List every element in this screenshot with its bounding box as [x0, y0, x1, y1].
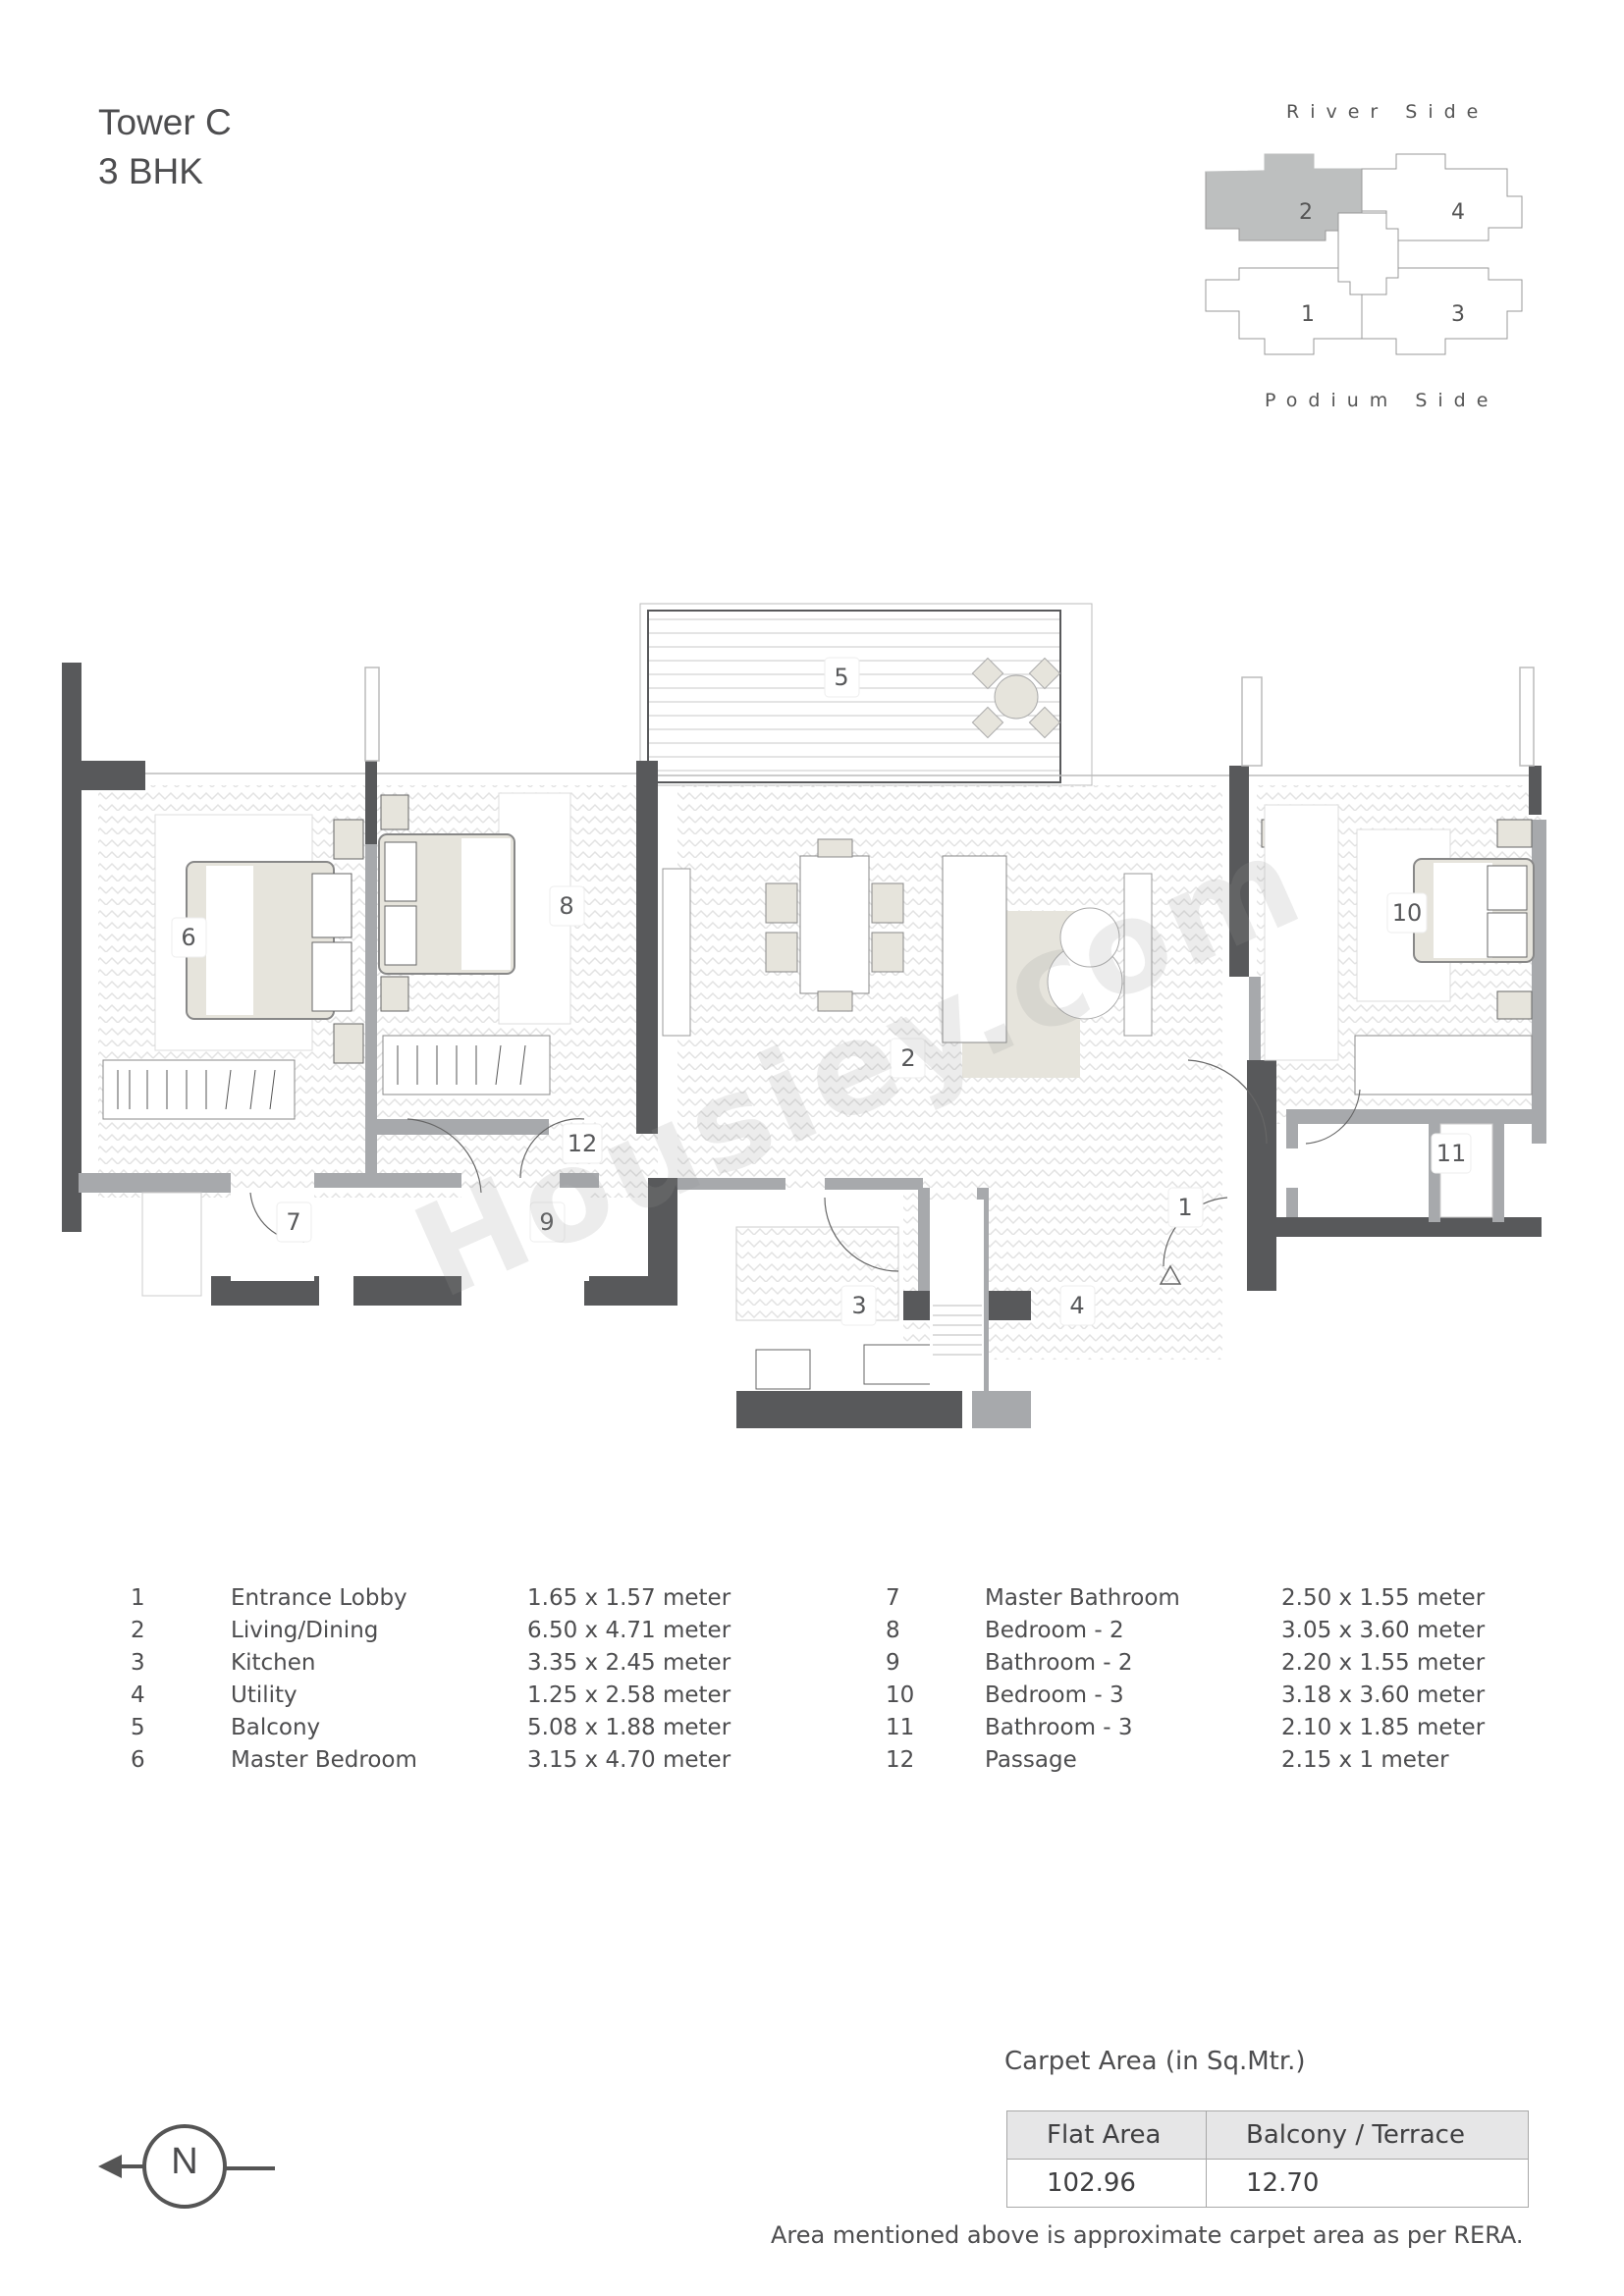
carpet-area-value-row: 102.96 12.70	[1006, 2159, 1529, 2208]
svg-text:12: 12	[568, 1130, 598, 1157]
rera-disclaimer: Area mentioned above is approximate carp…	[771, 2221, 1524, 2249]
svg-text:4: 4	[1069, 1292, 1084, 1319]
floor-plan: 5 6 8 2 10 12 11 7 9 1 3 4	[59, 599, 1591, 1443]
carpet-area-table: Flat Area Balcony / Terrace 102.96 12.70	[1006, 2110, 1529, 2208]
room-tag-7: 7	[276, 1201, 312, 1243]
svg-text:11: 11	[1436, 1140, 1467, 1167]
room-tag-8: 8	[549, 885, 585, 927]
svg-text:4: 4	[1451, 200, 1465, 225]
room-tag-9: 9	[529, 1201, 566, 1243]
svg-text:2: 2	[1299, 200, 1313, 225]
balcony-terrace-value: 12.70	[1206, 2159, 1529, 2208]
page-title: Tower C 3 BHK	[98, 98, 232, 196]
svg-text:8: 8	[559, 892, 573, 920]
carpet-area-title: Carpet Area (in Sq.Mtr.)	[1004, 2047, 1306, 2076]
svg-text:5: 5	[834, 664, 848, 691]
entrance-marker-icon	[1159, 1264, 1182, 1285]
svg-text:10: 10	[1392, 899, 1423, 927]
river-side-label: River Side	[1286, 101, 1489, 123]
key-plan-diagram: 2 4 1 3	[1205, 153, 1523, 355]
balcony-terrace-header: Balcony / Terrace	[1206, 2110, 1529, 2160]
svg-text:1: 1	[1177, 1194, 1192, 1221]
svg-text:1: 1	[1301, 302, 1315, 327]
svg-text:9: 9	[539, 1208, 554, 1236]
unit-type: 3 BHK	[98, 151, 203, 191]
svg-text:6: 6	[181, 924, 195, 951]
key-plan-unit-1	[1205, 267, 1363, 355]
svg-text:3: 3	[851, 1292, 866, 1319]
carpet-area-header-row: Flat Area Balcony / Terrace	[1006, 2110, 1529, 2160]
tower-name: Tower C	[98, 102, 232, 142]
svg-text:7: 7	[286, 1208, 300, 1236]
room-tag-4: 4	[1059, 1285, 1096, 1326]
flat-area-header: Flat Area	[1006, 2110, 1207, 2160]
room-tag-1: 1	[1167, 1187, 1204, 1228]
podium-side-label: Podium Side	[1265, 390, 1499, 411]
room-tag-10: 10	[1386, 892, 1428, 934]
svg-text:3: 3	[1451, 302, 1465, 327]
north-label: N	[171, 2141, 198, 2182]
room-tag-5: 5	[824, 657, 860, 698]
key-plan-unit-3	[1361, 267, 1523, 355]
room-tag-2: 2	[890, 1038, 926, 1079]
room-tag-6: 6	[171, 917, 207, 958]
floor-plan-drawing: 5 6 8 2 10 12 11 7 9 1 3 4	[62, 603, 1546, 1428]
key-plan: River Side 2 4 1 3 Podium Side	[1198, 93, 1591, 427]
room-tag-11: 11	[1431, 1133, 1472, 1174]
room-tag-12: 12	[562, 1123, 603, 1164]
flat-area-value: 102.96	[1006, 2159, 1207, 2208]
north-compass-icon: N	[96, 2106, 283, 2214]
room-tag-3: 3	[840, 1285, 877, 1326]
svg-text:2: 2	[900, 1044, 915, 1072]
